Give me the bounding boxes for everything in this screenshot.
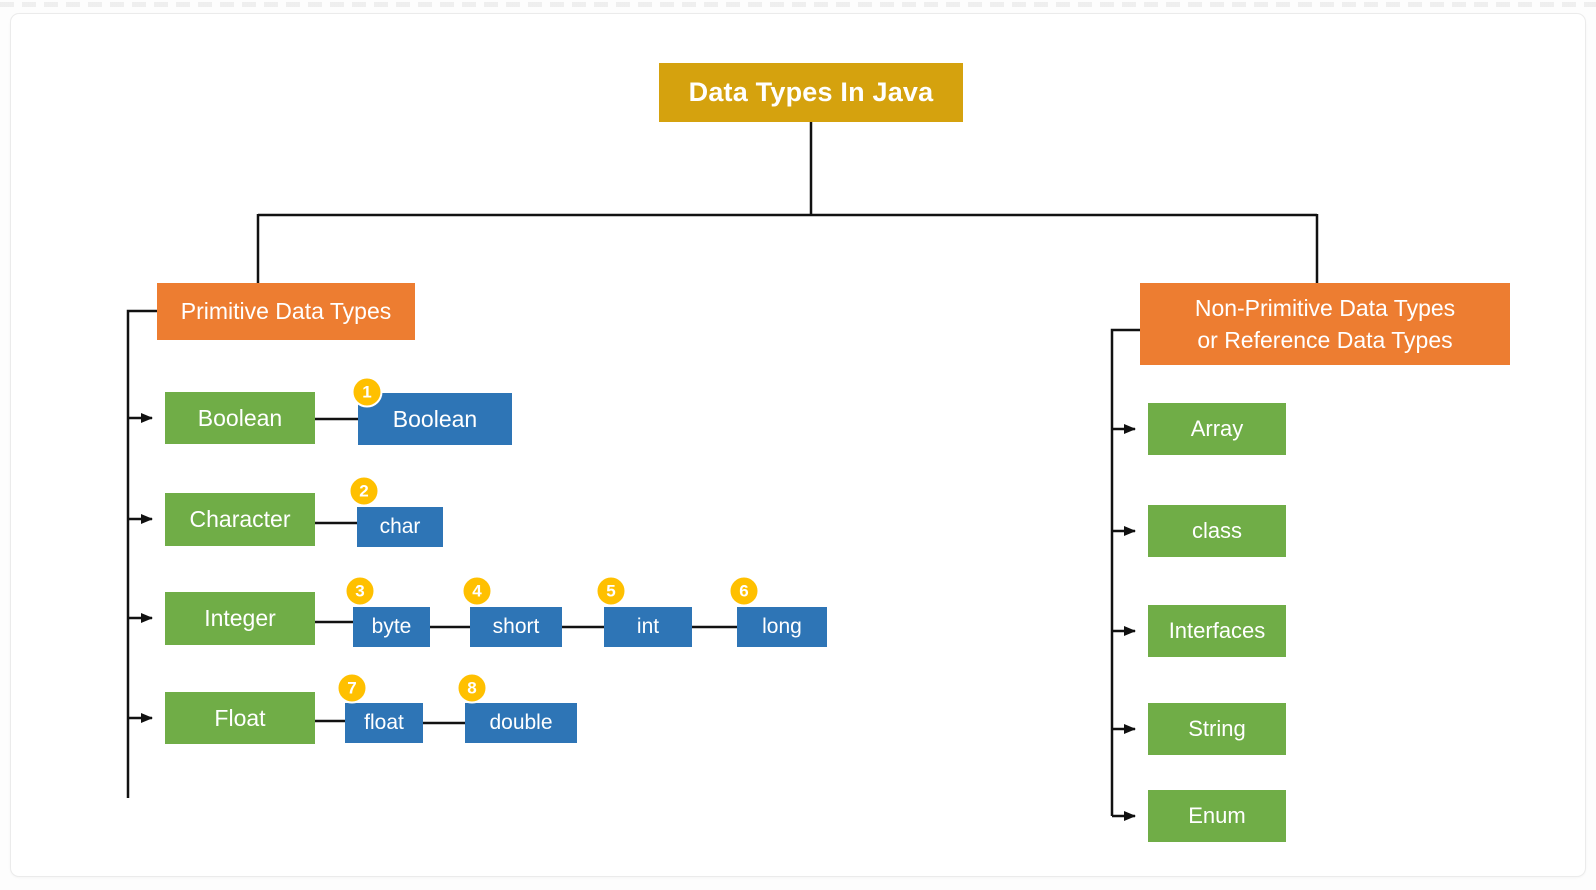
branch-non-primitive-label-line2: or Reference Data Types	[1197, 327, 1453, 353]
item-node-string: String	[1148, 703, 1286, 755]
badge-6: 6	[728, 575, 760, 607]
item-label: Interfaces	[1168, 618, 1266, 643]
badge-number: 4	[472, 581, 482, 600]
item-label: Array	[1190, 416, 1244, 441]
badge-number: 2	[359, 481, 369, 500]
badge-7: 7	[336, 672, 368, 704]
type-node-double: double	[465, 703, 577, 743]
type-label: float	[364, 711, 404, 734]
item-node-interfaces: Interfaces	[1148, 605, 1286, 657]
item-node-enum: Enum	[1148, 790, 1286, 842]
top-edge-artifact	[0, 2, 1596, 7]
badge-3: 3	[344, 575, 376, 607]
item-label: String	[1188, 716, 1246, 741]
category-node-character: Character	[165, 493, 315, 546]
type-node-boolean: Boolean	[358, 393, 512, 445]
branch-node-non-primitive: Non-Primitive Data Types or Reference Da…	[1140, 283, 1510, 365]
badge-2: 2	[348, 475, 380, 507]
root-node-data-types-in-java: Data Types In Java	[659, 63, 963, 122]
type-label: Boolean	[392, 405, 478, 432]
item-label: Enum	[1188, 803, 1246, 828]
category-node-integer: Integer	[165, 592, 315, 645]
badge-8: 8	[456, 672, 488, 704]
type-label: byte	[371, 615, 412, 638]
branch-primitive-label: Primitive Data Types	[180, 298, 392, 325]
badge-number: 5	[606, 581, 616, 600]
badge-number: 8	[467, 678, 477, 697]
type-node-char: char	[357, 507, 443, 547]
type-node-short: short	[470, 607, 562, 647]
badge-number: 7	[347, 678, 357, 697]
type-label: short	[492, 615, 540, 638]
type-node-float-primitive: float	[345, 703, 423, 743]
category-node-boolean: Boolean	[165, 392, 315, 444]
badge-4: 4	[461, 575, 493, 607]
item-label: class	[1191, 518, 1243, 543]
category-label: Boolean	[197, 404, 283, 431]
type-label: long	[762, 615, 802, 638]
root-node-label: Data Types In Java	[688, 77, 934, 107]
item-node-array: Array	[1148, 403, 1286, 455]
type-node-long: long	[737, 607, 827, 647]
branch-non-primitive-label-line1: Non-Primitive Data Types	[1194, 294, 1456, 321]
type-node-int: int	[604, 607, 692, 647]
type-label: char	[379, 515, 421, 538]
type-label: int	[636, 615, 660, 638]
item-node-class: class	[1148, 505, 1286, 557]
type-node-byte: byte	[353, 607, 430, 647]
branch-node-primitive: Primitive Data Types	[157, 283, 415, 340]
type-label: double	[489, 711, 553, 734]
category-label: Character	[189, 506, 291, 532]
badge-1: 1	[351, 376, 383, 408]
category-label: Float	[214, 704, 266, 731]
badge-5: 5	[595, 575, 627, 607]
badge-number: 3	[355, 581, 365, 600]
badge-number: 1	[362, 382, 372, 401]
category-node-float: Float	[165, 692, 315, 744]
badge-number: 6	[739, 581, 749, 600]
category-label: Integer	[204, 605, 276, 631]
